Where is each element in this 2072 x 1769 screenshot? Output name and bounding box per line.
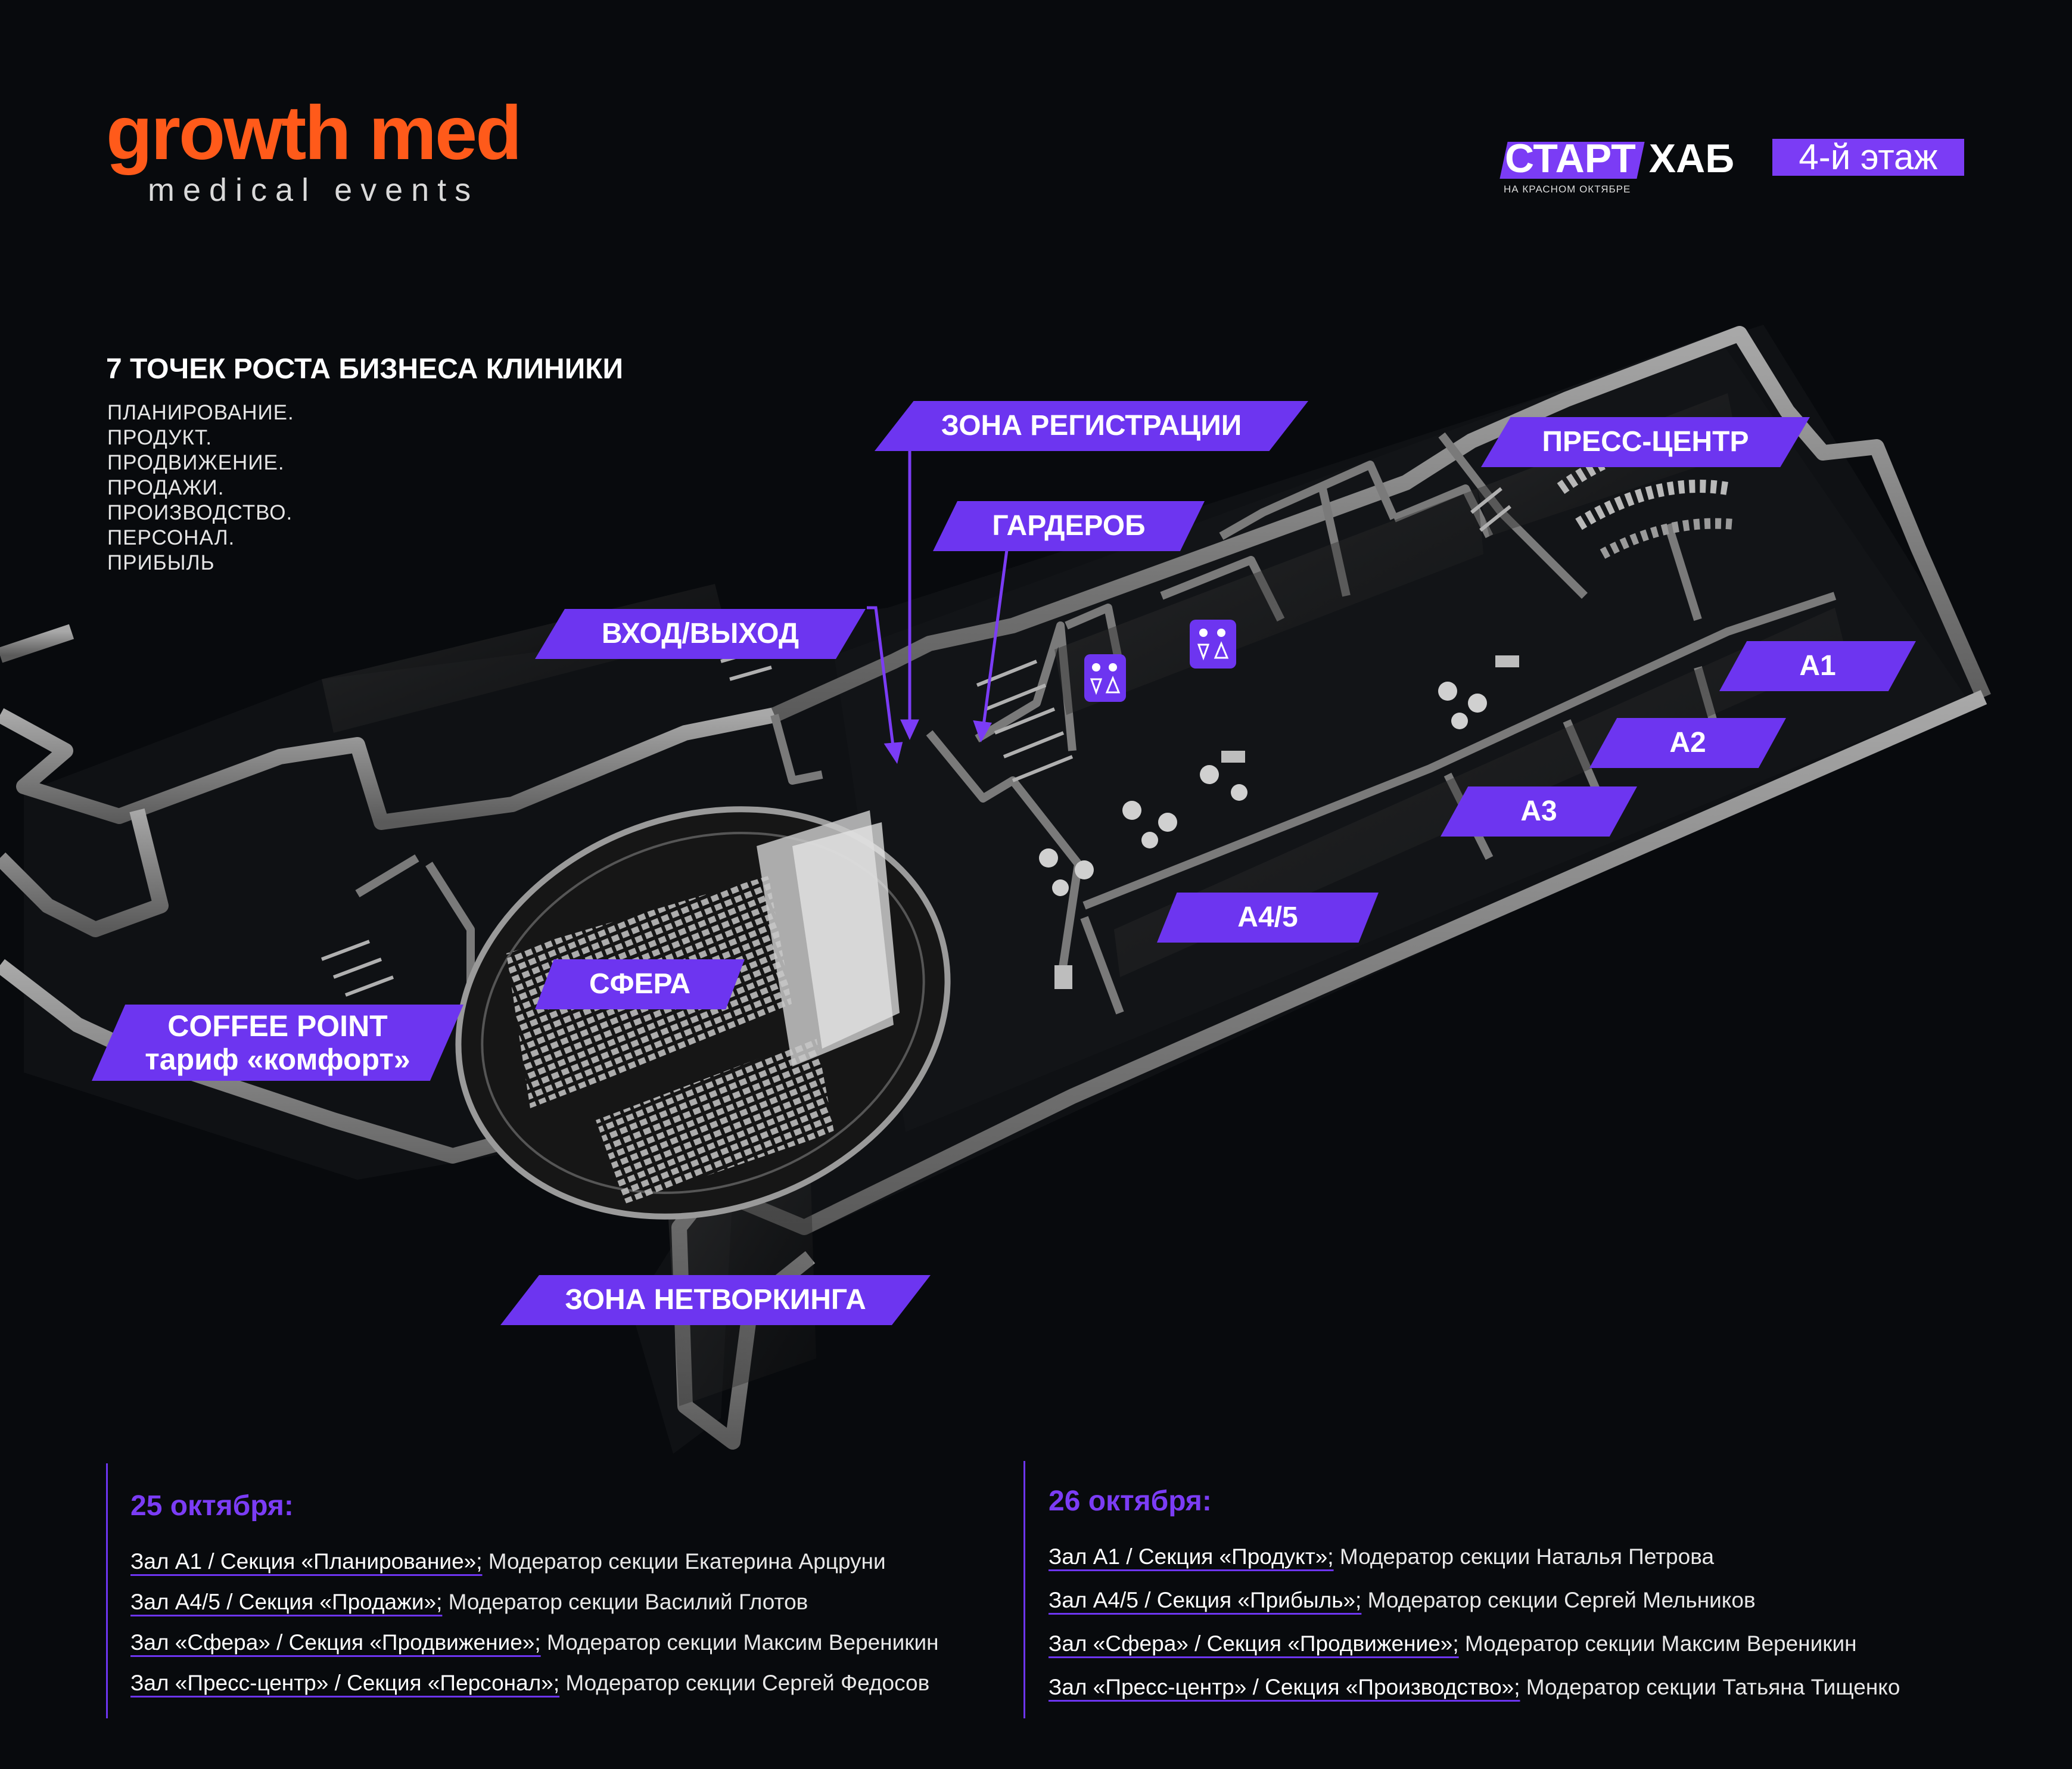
- zone-label-wardrobe: ГАРДЕРОБ: [933, 501, 1205, 551]
- schedule-hall-link[interactable]: Зал «Сфера» / Секция «Продвижение»;: [130, 1630, 541, 1655]
- schedule-moderator: Модератор секции Наталья Петрова: [1333, 1544, 1715, 1569]
- restroom-icon: [1190, 620, 1236, 669]
- growth-points-list: ПЛАНИРОВАНИЕ. ПРОДУКТ. ПРОДВИЖЕНИЕ. ПРОД…: [107, 400, 294, 576]
- zone-label-registration: ЗОНА РЕГИСТРАЦИИ: [875, 401, 1308, 451]
- schedule-row: Зал «Пресс-центр» / Секция «Производство…: [1049, 1676, 1900, 1698]
- zone-label-hall-a3: А3: [1441, 786, 1637, 837]
- zone-label-hall-a45: А4/5: [1157, 893, 1379, 943]
- growth-point-item: ПРИБЫЛЬ: [107, 551, 215, 574]
- schedule-hall-link[interactable]: Зал А4/5 / Секция «Прибыль»;: [1049, 1588, 1362, 1612]
- zone-label-entrance: ВХОД/ВЫХОД: [535, 609, 866, 659]
- growth-point-item: ПЛАНИРОВАНИЕ.: [107, 401, 294, 424]
- schedule-row: Зал А1 / Секция «Продукт»; Модератор сек…: [1049, 1546, 1714, 1568]
- zone-label-hall-a2: А2: [1589, 718, 1786, 768]
- schedule-row: Зал А4/5 / Секция «Продажи»; Модератор с…: [130, 1591, 808, 1613]
- schedule-row: Зал «Сфера» / Секция «Продвижение»; Моде…: [1049, 1633, 1857, 1655]
- venue-start-word: СТАРТ: [1504, 136, 1641, 179]
- zone-label-coffee-point: COFFEE POINT тариф «комфорт»: [92, 1005, 463, 1081]
- growth-points-title: 7 ТОЧЕК РОСТА БИЗНЕСА КЛИНИКИ: [106, 353, 624, 385]
- zone-label-sphere: СФЕРА: [535, 959, 745, 1009]
- outer-walls: [0, 326, 1991, 1450]
- coffee-point-tariff: тариф «комфорт»: [145, 1043, 410, 1076]
- venue-subtitle: НА КРАСНОМ ОКТЯБРЕ: [1504, 184, 1631, 195]
- schedule-moderator: Модератор секции Максим Вереникин: [1458, 1631, 1857, 1656]
- growth-med-logo: growth med: [106, 91, 522, 176]
- growth-point-item: ПРОДВИЖЕНИЕ.: [107, 451, 285, 474]
- schedule-row: Зал «Пресс-центр» / Секция «Персонал»; М…: [130, 1672, 929, 1694]
- zone-label-networking: ЗОНА НЕТВОРКИНГА: [500, 1275, 931, 1325]
- growth-point-item: ПЕРСОНАЛ.: [107, 526, 235, 549]
- schedule-hall-link[interactable]: Зал «Пресс-центр» / Секция «Персонал»;: [130, 1671, 560, 1695]
- schedule-row: Зал А1 / Секция «Планирование»; Модерато…: [130, 1550, 886, 1572]
- staircases: [321, 487, 1511, 997]
- schedule-moderator: Модератор секции Сергей Мельников: [1361, 1588, 1756, 1612]
- schedule-moderator: Модератор секции Екатерина Арцруни: [482, 1549, 886, 1574]
- venue-hab-word: ХАБ: [1648, 136, 1735, 181]
- schedule-moderator: Модератор секции Сергей Федосов: [559, 1671, 930, 1695]
- growth-point-item: ПРОИЗВОДСТВО.: [107, 501, 293, 524]
- growth-point-item: ПРОДАЖИ.: [107, 476, 225, 499]
- schedule-moderator: Модератор секции Татьяна Тищенко: [1520, 1675, 1900, 1699]
- schedule-divider-day2: [1023, 1461, 1025, 1718]
- restroom-icon: [1084, 654, 1126, 702]
- coffee-point-title: COFFEE POINT: [167, 1009, 388, 1043]
- logo-tagline: medical events: [148, 172, 480, 208]
- zone-label-press-center: ПРЕСС-ЦЕНТР: [1481, 417, 1810, 467]
- schedule-hall-link[interactable]: Зал А4/5 / Секция «Продажи»;: [130, 1590, 443, 1614]
- schedule-hall-link[interactable]: Зал А1 / Секция «Продукт»;: [1049, 1544, 1334, 1569]
- inner-walls: [355, 432, 1837, 1015]
- cafe-tables: [1039, 655, 1519, 989]
- zone-label-hall-a1: А1: [1719, 641, 1916, 691]
- schedule-date-day1: 25 октября:: [130, 1490, 294, 1522]
- schedule-divider-day1: [106, 1463, 108, 1718]
- schedule-hall-link[interactable]: Зал «Пресс-центр» / Секция «Производство…: [1049, 1675, 1520, 1699]
- zone-pointer-lines: [867, 448, 1009, 764]
- schedule-row: Зал «Сфера» / Секция «Продвижение»; Моде…: [130, 1631, 939, 1653]
- building-floor: [24, 325, 1990, 1454]
- schedule-date-day2: 26 октября:: [1049, 1485, 1212, 1517]
- floor-badge: 4-й этаж: [1772, 139, 1964, 176]
- growth-point-item: ПРОДУКТ.: [107, 426, 213, 449]
- schedule-row: Зал А4/5 / Секция «Прибыль»; Модератор с…: [1049, 1589, 1756, 1611]
- schedule-hall-link[interactable]: Зал А1 / Секция «Планирование»;: [130, 1549, 483, 1574]
- schedule-hall-link[interactable]: Зал «Сфера» / Секция «Продвижение»;: [1049, 1631, 1459, 1656]
- schedule-moderator: Модератор секции Василий Глотов: [442, 1590, 808, 1614]
- schedule-moderator: Модератор секции Максим Вереникин: [540, 1630, 939, 1655]
